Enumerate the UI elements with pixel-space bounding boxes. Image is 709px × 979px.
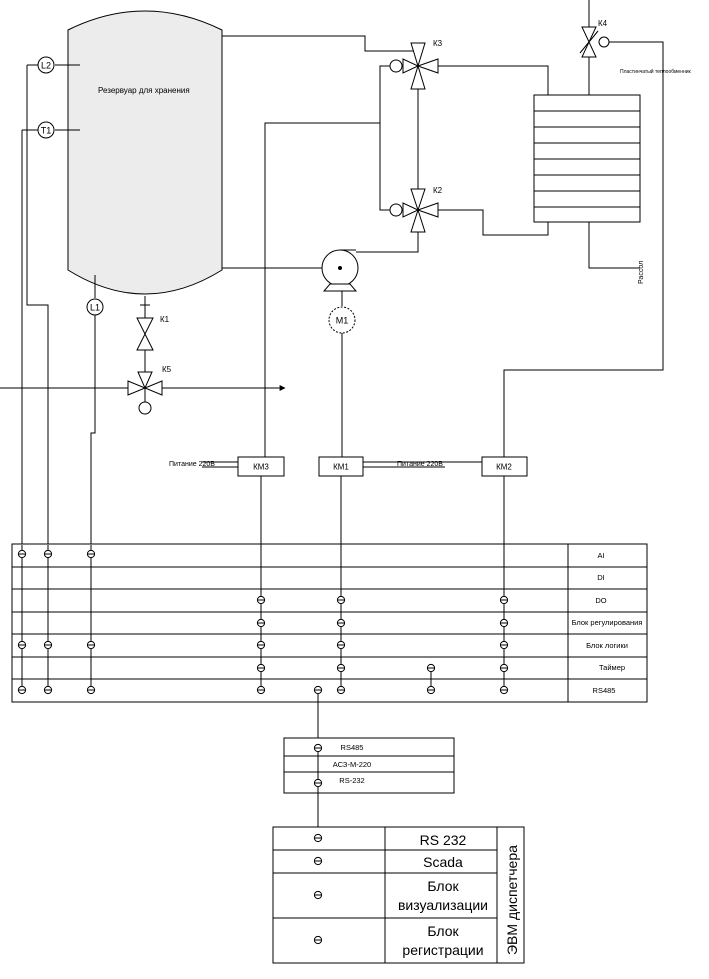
controller-row-di: DI [597, 573, 605, 582]
brine-label: Рассол [638, 261, 645, 284]
converter-row-model: АСЗ-М-220 [333, 760, 371, 769]
pc-row-scada: Scada [423, 854, 463, 870]
svg-text:КМ1: КМ1 [333, 463, 349, 472]
heat-exchanger: Пластинчатый теплообменник [533, 55, 692, 269]
valve-k4: К4 [503, 0, 664, 457]
power-left: Питание 220В [169, 461, 238, 468]
level-sensor-l2: L2 [26, 56, 80, 545]
svg-text:КМ2: КМ2 [496, 463, 512, 472]
pc-row-visualization-line1: Блок [427, 878, 459, 894]
svg-text:К3: К3 [433, 39, 443, 48]
controller-row-do: DO [595, 596, 606, 605]
valve-k2: К2 [356, 89, 549, 253]
valve-k3: К3 [389, 39, 549, 95]
converter-row-rs485: RS485 [341, 743, 364, 752]
svg-text:К1: К1 [160, 315, 170, 324]
svg-text:M1: M1 [336, 316, 349, 326]
motor-m1: M1 [328, 306, 356, 457]
contactor-km1: КМ1 [318, 456, 364, 477]
tank-label: Резервуар для хранения [98, 86, 190, 95]
temperature-sensor-t1: T1 [21, 121, 80, 545]
pc-row-registration-line1: Блок [427, 923, 459, 939]
svg-text:L1: L1 [90, 303, 100, 313]
controller-row-regulation: Блок регулирования [572, 618, 643, 627]
storage-tank: Резервуар для хранения [67, 10, 223, 295]
km3-control-line [264, 122, 380, 462]
pc-row-rs232: RS 232 [420, 832, 467, 848]
pipe-tank-to-k3 [222, 35, 418, 52]
pc-side-label: ЭВМ диспетчера [504, 845, 520, 955]
power-right: Питание 220В [363, 461, 482, 468]
pc-row-visualization-line2: визуализации [398, 897, 488, 913]
controller-row-rs485: RS485 [593, 686, 616, 695]
contactor-km3: КМ3 [237, 456, 285, 477]
valve-k5: К5 [0, 365, 286, 415]
svg-text:КМ3: КМ3 [253, 463, 269, 472]
converter-row-rs232: RS-232 [339, 776, 364, 785]
valve-k1: К1 [136, 296, 170, 372]
pump [222, 249, 359, 306]
pc-row-registration-line2: регистрации [402, 942, 483, 958]
controller-row-ai: AI [597, 551, 604, 560]
connection-nodes [17, 549, 509, 945]
svg-text:К5: К5 [162, 365, 172, 374]
svg-text:L2: L2 [41, 61, 51, 71]
controller-row-timer: Таймер [599, 663, 625, 672]
svg-text:К2: К2 [433, 186, 443, 195]
svg-text:Питание 220В: Питание 220В [169, 461, 215, 468]
converter: RS485 АСЗ-М-220 RS-232 [283, 737, 455, 942]
contactor-km2: КМ2 [481, 456, 528, 477]
controller-row-logic: Блок логики [586, 641, 628, 650]
svg-text:Питание 220В: Питание 220В [397, 461, 443, 468]
svg-text:T1: T1 [41, 126, 52, 136]
level-sensor-l1: L1 [86, 275, 104, 545]
heat-exchanger-label: Пластинчатый теплообменник [620, 68, 692, 75]
valve-control-line [379, 65, 390, 211]
controller: AI DI DO Блок регулирования Блок логики … [11, 476, 648, 748]
dispatcher-pc: RS 232 Scada Блок визуализации Блок реги… [272, 826, 525, 964]
svg-text:К4: К4 [598, 19, 608, 28]
